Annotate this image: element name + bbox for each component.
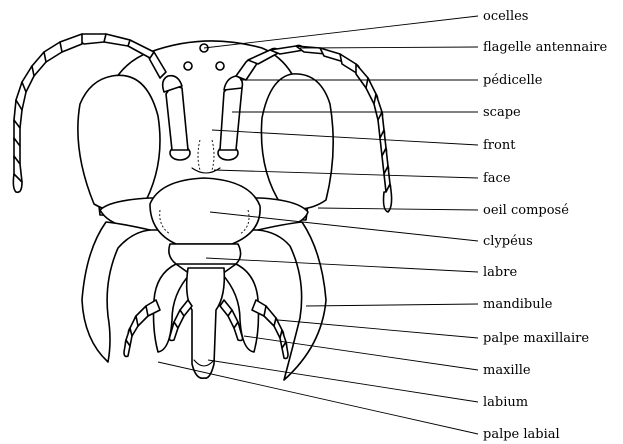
- leader-ocelles: [204, 16, 478, 48]
- left-mandible: [82, 222, 150, 362]
- right-mandible: [258, 222, 326, 380]
- labrum: [169, 244, 241, 264]
- leader-palpe-lab: [158, 362, 478, 434]
- labels: ocelles flagelle antennaire pédicelle sc…: [483, 9, 607, 442]
- clypeus: [150, 178, 260, 244]
- leader-maxille: [244, 336, 478, 370]
- label-mandibule: mandibule: [483, 297, 553, 312]
- label-flagelle-antennaire: flagelle antennaire: [483, 40, 607, 55]
- leader-mandibule: [306, 304, 478, 306]
- label-clypeus: clypéus: [483, 234, 533, 249]
- label-face: face: [483, 171, 511, 186]
- leader-flagelle: [300, 47, 478, 48]
- leader-labium: [208, 360, 478, 402]
- label-ocelles: ocelles: [483, 9, 528, 24]
- leader-labre: [206, 258, 478, 272]
- label-oeil-compose: oeil composé: [483, 203, 569, 218]
- ocellus-right: [216, 62, 224, 70]
- label-pedicelle: pédicelle: [483, 73, 543, 88]
- label-palpe-maxillaire: palpe maxillaire: [483, 331, 589, 346]
- leader-oeil: [318, 208, 478, 210]
- label-front: front: [483, 138, 516, 153]
- label-labium: labium: [483, 395, 528, 410]
- ocellus-left: [184, 62, 192, 70]
- label-scape: scape: [483, 105, 521, 120]
- label-labre: labre: [483, 265, 517, 280]
- left-compound-eye: [78, 75, 160, 212]
- label-palpe-labial: palpe labial: [483, 427, 560, 442]
- label-maxille: maxille: [483, 363, 531, 378]
- right-compound-eye: [261, 74, 333, 209]
